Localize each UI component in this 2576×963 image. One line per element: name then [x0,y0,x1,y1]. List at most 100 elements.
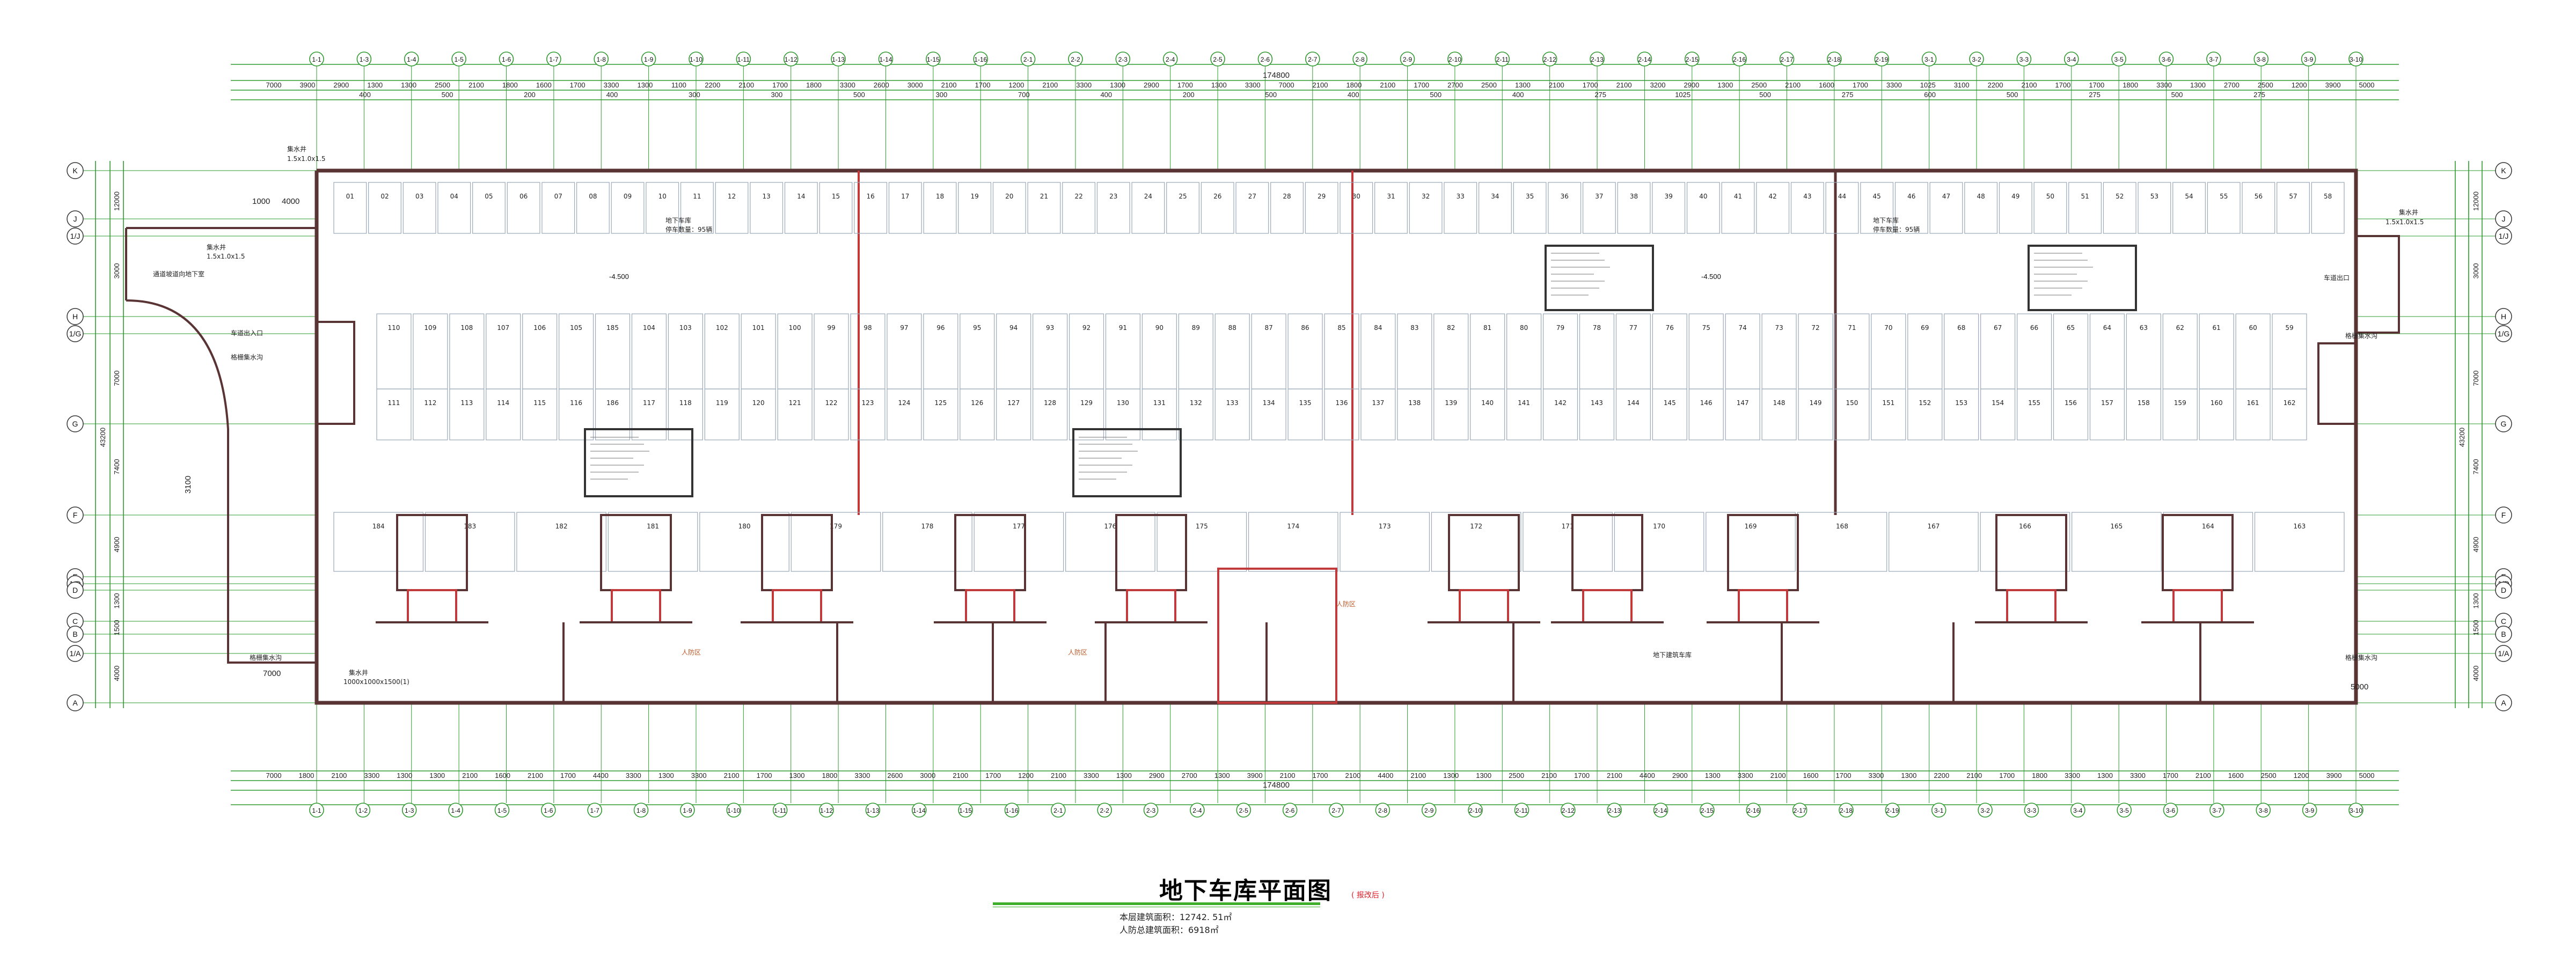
sump-top-left-label: 集水井 [287,145,306,153]
top-axis-bubble-circle [1115,52,1131,67]
top-row-stall-number: 18 [936,193,944,200]
top-axis-bubble-label: 1-14 [879,56,892,63]
top-row-stall-number: 06 [519,193,528,200]
bottom-axis-bubble: 3-7 [2209,803,2224,818]
bottom-dim-value: 1300 [2097,771,2113,780]
bottom-dim-value: 1700 [1999,771,2015,780]
top-axis-bubble-label: 2-13 [1591,56,1604,63]
core-shaft [2006,589,2057,623]
bottom-axis-bubble: 2-2 [1097,803,1112,818]
stair-core-left [316,321,355,425]
top-row-stall-number: 23 [1109,193,1117,200]
top-dim-value: 2500 [1481,81,1497,89]
bottom-dim-value: 2100 [1607,771,1622,780]
bottom-axis-bubble: 3-5 [2117,803,2132,818]
top-dim-value: 1700 [2055,81,2070,89]
top-axis-bubble-circle [1921,52,1937,67]
top-axis-bubble: 2-10 [1447,52,1462,67]
bottom-row-stall: 183 [425,512,515,572]
top-dim-value: 2100 [1313,81,1328,89]
top-axis-bubble: 1-12 [783,52,799,67]
core-shaft [407,589,457,623]
top-row-stall: 33 [1444,182,1477,234]
upper-row-stall: 77 [1615,313,1651,389]
bottom-row-stall-outline [1980,512,2070,572]
bottom-axis-bubble-label: 1-9 [683,807,692,814]
top-row-stall: 28 [1270,182,1304,234]
bottom-axis-bubble: 1-16 [1004,803,1020,818]
bottom-axis-bubble-label: 1-1 [312,807,321,814]
top-row-stall-outline [1027,182,1061,234]
top-row-stall-number: 56 [2255,193,2263,200]
lower-row-stall-number: 120 [752,399,765,407]
top-row-stall-outline [2068,182,2102,234]
bottom-row-stall: 180 [699,512,789,572]
upper-row-stall: 76 [1652,313,1687,389]
top-row-stall: 20 [992,182,1026,234]
bottom-axis-bubble-circle [2024,803,2039,818]
top-axis-bubble-label: 1-7 [549,56,559,63]
top-dim-sub-value: 300 [935,91,947,99]
top-row-stall: 31 [1374,182,1408,234]
bottom-row-stall-outline [791,512,881,572]
top-dim-value: 1100 [671,81,686,89]
bottom-row-stall-outline [516,512,606,572]
bottom-dim-value: 1600 [495,771,510,780]
bottom-row-stall-outline [2254,512,2345,572]
top-dim-value: 2900 [1144,81,1159,89]
top-axis-bubble-label: 2-7 [1308,56,1318,63]
top-row-stall: 35 [1513,182,1547,234]
top-dim-value: 3900 [299,81,315,89]
upper-row-stall-number: 88 [1228,324,1236,332]
bottom-dim-value: 1700 [560,771,576,780]
upper-row-stall-number: 110 [388,324,400,332]
upper-row-stall-number: 109 [424,324,436,332]
top-row-stall-outline [1444,182,1477,234]
top-axis-bubble: 3-6 [2158,52,2174,67]
lower-row-stall: 186 [595,388,631,440]
upper-row-stall-number: 67 [1994,324,2002,332]
lower-row-stall-outline [1579,388,1615,440]
top-axis-bubble: 2-17 [1779,52,1795,67]
lower-row-stall-number: 145 [1664,399,1676,407]
right-row-axis-bubble-label: F [2501,511,2506,519]
bottom-axis-bubble: 1-9 [680,803,695,818]
bottom-row-stall: 168 [1797,512,1887,572]
top-dim-value: 7000 [1279,81,1294,89]
left-row-axis-bubble-label: C [72,617,78,626]
upper-row-stall: 85 [1324,313,1359,389]
top-row-stall-outline [2138,182,2171,234]
dim-5000-bottom-right: 5000 [2351,682,2368,692]
bottom-row-stall: 171 [1523,512,1613,572]
lower-row-stall-outline [960,388,995,440]
top-row-stall-number: 05 [485,193,493,200]
top-dim-value: 1700 [1853,81,1868,89]
lower-row-stall-number: 153 [1955,399,1967,407]
core-shaft [1738,589,1788,623]
lower-row-stall-number: 154 [1992,399,2004,407]
left-row-axis-bubble-label: F [73,511,78,519]
bottom-axis-bubble-circle [1514,803,1529,818]
top-axis-bubble: 2-3 [1115,52,1131,67]
bottom-row-stall-outline [1065,512,1155,572]
top-row-stall-number: 34 [1491,193,1499,200]
note-box-1 [584,428,693,497]
top-axis-bubble-label: 1-8 [597,56,606,63]
top-row-stall-number: 47 [1942,193,1950,200]
garage-bottom-label: 地下建筑车库 [1653,651,1692,659]
bottom-row-stall-outline [1797,512,1887,572]
top-row-stall-outline [1617,182,1651,234]
right-row-axis-bubble-circle [2495,210,2512,227]
top-axis-bubble-circle [1305,52,1320,67]
bottom-axis-bubble-circle [1931,803,1946,818]
left-row-axis-bubble-circle [67,325,84,342]
bottom-dim-value: 2100 [1280,771,1296,780]
top-dim-value: 3000 [908,81,923,89]
top-axis-bubble-circle [641,52,656,67]
bottom-dim-value: 1300 [397,771,412,780]
bottom-dim-value: 4400 [1640,771,1655,780]
bottom-axis-bubble-label: 3-3 [2027,807,2037,814]
left-row-axis-bubble: G [67,415,84,432]
top-row-stall-outline [958,182,992,234]
bottom-row-stall: 166 [1980,512,2070,572]
